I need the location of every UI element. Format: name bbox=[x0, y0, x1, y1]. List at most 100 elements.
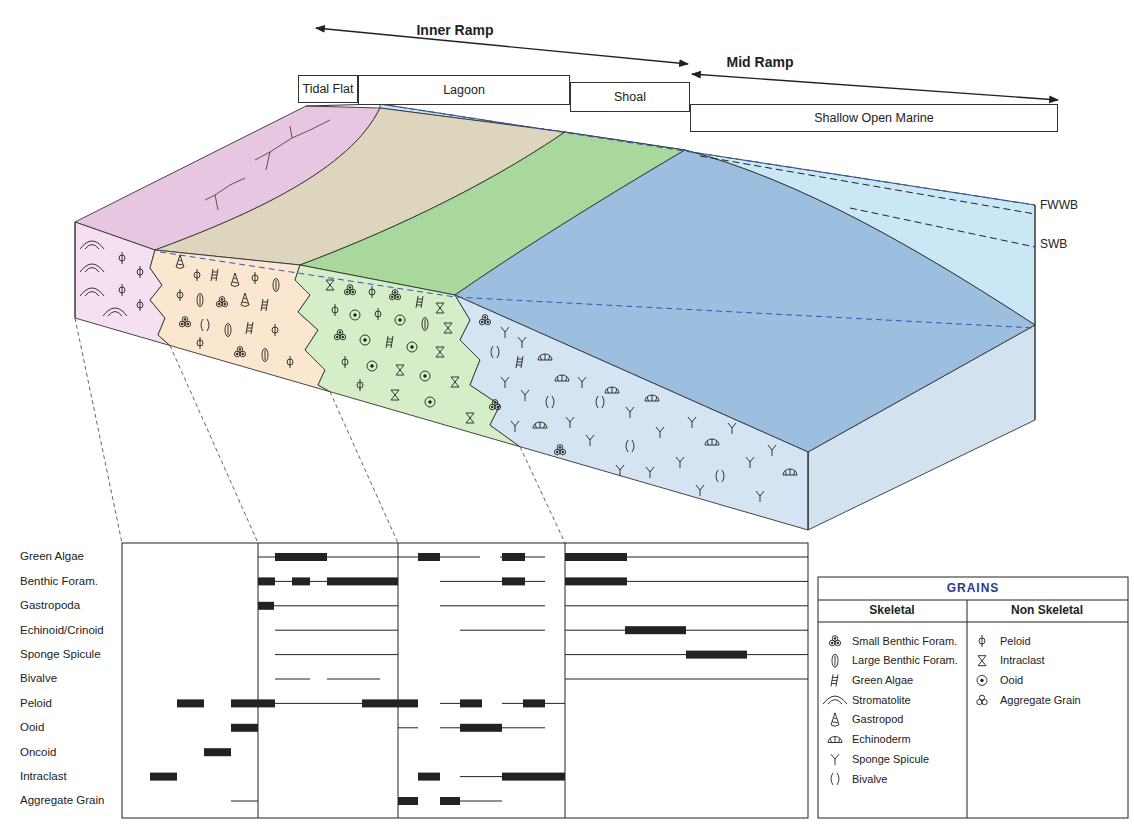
grain-symbol bbox=[177, 289, 183, 301]
illustration-part bbox=[239, 349, 241, 351]
illustration-part bbox=[756, 491, 764, 502]
grain-symbol bbox=[342, 356, 348, 368]
illustration-part bbox=[80, 288, 104, 296]
illustration-part bbox=[831, 713, 839, 727]
grain-symbol bbox=[272, 324, 278, 336]
illustration-part bbox=[225, 324, 231, 337]
illustration-part bbox=[516, 356, 523, 368]
grain-symbol bbox=[436, 303, 444, 313]
legend-column-head: Non Skeletal bbox=[1011, 604, 1083, 618]
illustration-part bbox=[211, 269, 218, 281]
illustration-part bbox=[436, 303, 444, 313]
grain-symbol bbox=[656, 427, 664, 438]
illustration-part bbox=[345, 356, 346, 368]
abundance-bar bbox=[362, 699, 418, 707]
abundance-bar bbox=[398, 797, 418, 805]
illustration-part bbox=[218, 303, 220, 305]
abundance-bar bbox=[502, 773, 565, 781]
illustration-part bbox=[518, 337, 526, 348]
grain-symbol bbox=[425, 397, 435, 407]
illustration-part bbox=[80, 264, 104, 272]
abundance-bar bbox=[565, 553, 627, 561]
region-label: Inner Ramp bbox=[416, 22, 493, 38]
illustration-part bbox=[184, 319, 186, 321]
grain-symbol bbox=[728, 423, 736, 434]
illustration-part bbox=[197, 269, 198, 281]
illustration-part bbox=[255, 272, 256, 284]
abundance-bar bbox=[565, 577, 627, 585]
grain-symbol bbox=[391, 390, 399, 400]
illustration-part bbox=[262, 349, 268, 362]
illustration-part bbox=[645, 395, 659, 401]
abundance-bar bbox=[625, 626, 686, 634]
range-line bbox=[460, 630, 545, 631]
inner-ramp-arrow bbox=[316, 28, 688, 64]
grain-symbol bbox=[369, 286, 375, 298]
range-line bbox=[231, 801, 258, 802]
illustration-part bbox=[399, 319, 402, 322]
grain-symbol bbox=[80, 288, 104, 296]
grain-symbol bbox=[489, 400, 500, 410]
illustration-part bbox=[783, 469, 797, 475]
grain-symbol bbox=[422, 318, 428, 331]
illustration-part bbox=[122, 252, 123, 264]
row-label: Oncoid bbox=[20, 746, 56, 759]
table-dividers bbox=[258, 543, 565, 818]
grain-symbol bbox=[978, 656, 986, 666]
boundary-label: SWB bbox=[1040, 238, 1067, 252]
grain-symbol bbox=[501, 377, 509, 388]
grain-symbol bbox=[357, 379, 363, 391]
grain-symbol bbox=[326, 280, 334, 290]
illustration-part bbox=[425, 397, 435, 407]
grain-symbol bbox=[119, 284, 125, 296]
illustration-part bbox=[646, 467, 654, 478]
illustration-part bbox=[103, 308, 127, 316]
illustration-part bbox=[494, 402, 496, 404]
grain-symbol bbox=[979, 635, 985, 647]
illustration-part bbox=[342, 336, 344, 338]
grain-symbol bbox=[705, 439, 719, 445]
illustration-part bbox=[451, 377, 459, 387]
abundance-bar bbox=[258, 602, 274, 610]
illustration-part bbox=[372, 286, 373, 298]
illustration-part bbox=[265, 350, 266, 360]
grain-symbol bbox=[783, 469, 797, 475]
illustration-part bbox=[501, 377, 509, 388]
zone-name: Shoal bbox=[614, 90, 646, 104]
grain-symbol bbox=[511, 421, 519, 432]
grain-symbol bbox=[375, 308, 381, 320]
legend-entry: Green Algae bbox=[852, 674, 913, 687]
abundance-bar bbox=[204, 748, 231, 756]
illustration-part bbox=[200, 295, 201, 305]
abundance-bar bbox=[686, 651, 747, 659]
illustration-part bbox=[835, 656, 836, 666]
grain-symbol bbox=[451, 377, 459, 387]
grain-symbol bbox=[344, 285, 355, 295]
illustration-part bbox=[80, 241, 797, 502]
range-line bbox=[440, 605, 545, 606]
illustration-part bbox=[339, 332, 341, 334]
range-line bbox=[565, 679, 808, 680]
row-label: Gastropoda bbox=[20, 599, 80, 612]
grain-symbol bbox=[516, 356, 523, 368]
illustration-part bbox=[823, 635, 987, 785]
illustration-part bbox=[696, 485, 704, 496]
grain-symbol bbox=[273, 279, 279, 292]
illustration-part bbox=[562, 451, 564, 453]
grain-symbol bbox=[768, 445, 776, 456]
illustration-part bbox=[364, 339, 367, 342]
zone-name: Shallow Open Marine bbox=[814, 111, 934, 125]
legend-entry: Large Benthic Foram. bbox=[852, 654, 958, 667]
illustration-part bbox=[491, 346, 499, 358]
grain-symbol bbox=[645, 395, 659, 401]
grain-symbol bbox=[716, 470, 724, 482]
illustration-part bbox=[396, 365, 404, 375]
illustration-part bbox=[728, 423, 736, 434]
grain-symbol bbox=[262, 349, 268, 362]
row-label: Bivalve bbox=[20, 672, 57, 685]
grain-symbol bbox=[828, 737, 842, 743]
legend-column-head: Skeletal bbox=[869, 604, 914, 618]
illustration-part bbox=[979, 695, 984, 700]
grain-symbol bbox=[646, 467, 654, 478]
illustration-part bbox=[605, 387, 619, 393]
